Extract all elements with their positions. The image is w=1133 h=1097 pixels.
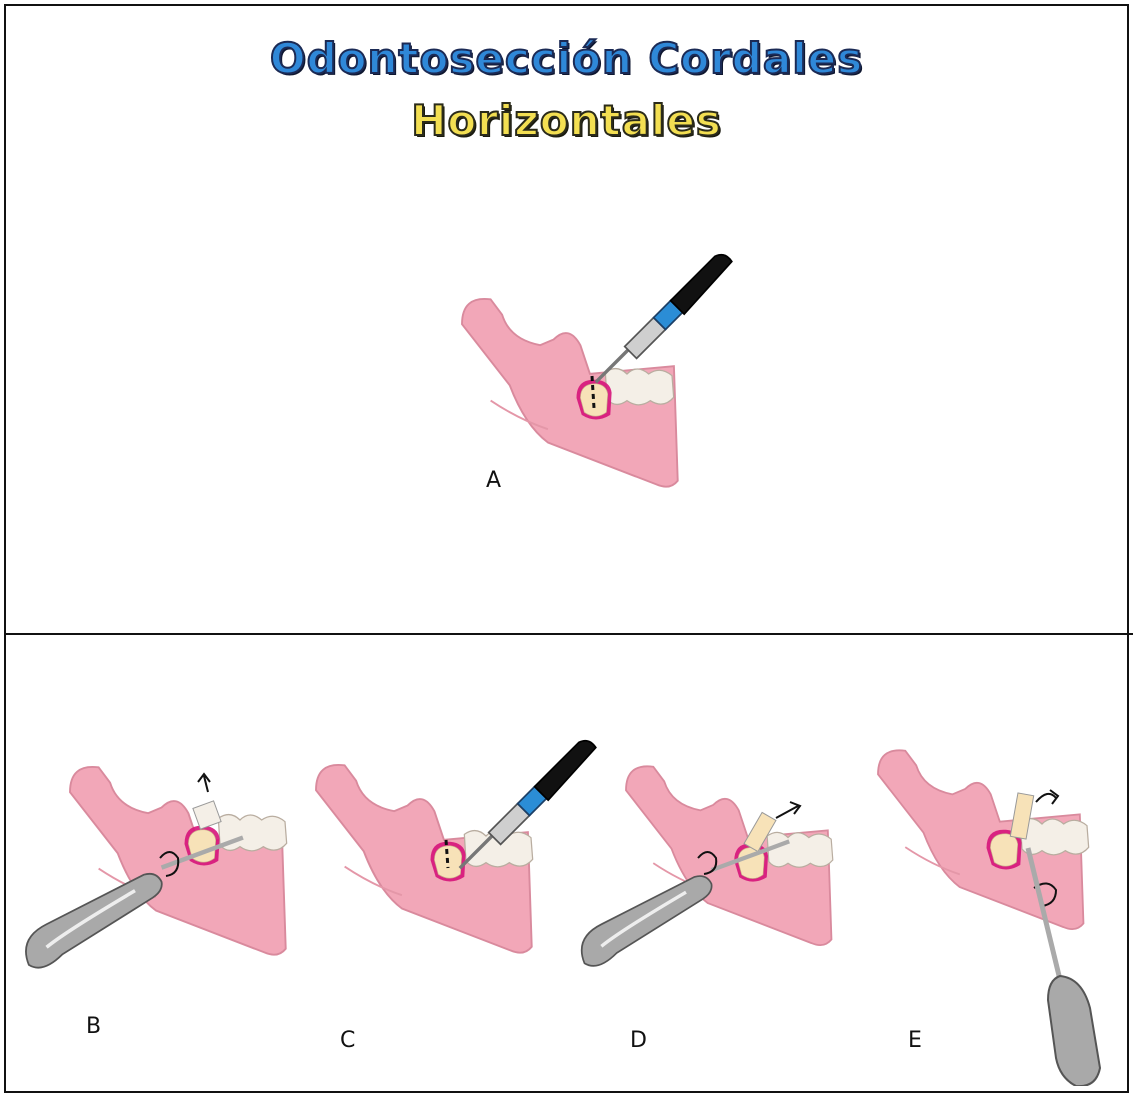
- panel-e-label: E: [908, 1028, 922, 1053]
- curve-arrow-icon: [1036, 790, 1058, 804]
- panel-b-illustration: [20, 746, 310, 1036]
- crown-fragment: [193, 801, 221, 829]
- molar-teeth: [218, 815, 286, 851]
- handpiece-icon: [596, 255, 732, 383]
- panel-d-illustration: [576, 744, 836, 1014]
- panel-a-label: A: [486, 468, 501, 493]
- panel-c-label: C: [340, 1028, 355, 1053]
- molar-teeth: [605, 369, 673, 405]
- molar-teeth: [767, 832, 833, 867]
- up-arrow-icon: [198, 774, 210, 792]
- panel-c-illustration: [306, 722, 606, 972]
- panel-e-illustration: [868, 738, 1104, 1086]
- title-line-2: Horizontales: [0, 96, 1133, 145]
- panel-a-illustration: [452, 236, 762, 506]
- title-line-1: Odontosección Cordales: [0, 34, 1133, 83]
- diagonal-arrow-icon: [776, 802, 800, 818]
- panel-d-label: D: [630, 1028, 647, 1053]
- panel-b-label: B: [86, 1014, 101, 1039]
- panel-divider: [4, 633, 1133, 635]
- elevator-icon: [1048, 976, 1100, 1086]
